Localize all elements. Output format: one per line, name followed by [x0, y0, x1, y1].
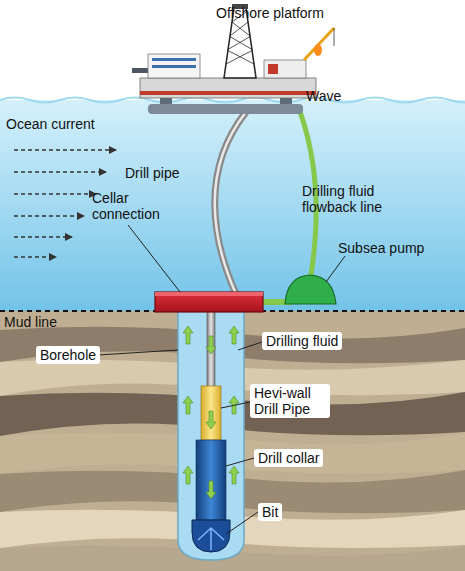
leader-lines: [98, 225, 345, 534]
callout-label: Drilling fluid: [262, 332, 342, 350]
current-arrow: [14, 256, 56, 257]
callout-label: Wave: [306, 88, 341, 104]
offshore-platform: [132, 4, 334, 114]
leader-line: [221, 402, 250, 408]
deck: [140, 78, 316, 98]
callout-label: Drilling fluid flowback line: [302, 183, 402, 215]
current-arrow: [14, 149, 116, 150]
flow-arrow: [229, 326, 239, 344]
accommodation-block: [148, 54, 200, 78]
flow-arrow: [183, 396, 193, 414]
windows: [152, 58, 196, 61]
leader-line: [226, 458, 254, 466]
flare: [314, 44, 322, 56]
seabed: [0, 311, 465, 571]
current-arrow: [14, 215, 84, 216]
callout-label: Ocean current: [6, 116, 95, 132]
borehole: [178, 311, 244, 560]
windows: [152, 65, 196, 68]
drill-pipe: [215, 112, 246, 294]
crane: [304, 28, 334, 60]
flow-arrow: [183, 466, 193, 484]
leader-line: [238, 342, 262, 350]
cellar-connection: [155, 292, 263, 312]
heavy-wall-drill-pipe: [201, 386, 221, 440]
leader-line: [128, 225, 180, 292]
flow-arrow: [183, 326, 193, 344]
leader-line: [98, 350, 178, 355]
drill-bit: [192, 520, 230, 552]
leader-line: [226, 512, 258, 534]
flow-arrow: [206, 411, 216, 429]
flow-arrow: [206, 336, 216, 354]
drill-string-pipe: [207, 311, 215, 387]
module: [264, 60, 306, 78]
drill-collar: [196, 440, 226, 520]
pontoon: [148, 104, 303, 114]
callout-label: Subsea pump: [338, 240, 424, 256]
callout-label: Bit: [258, 503, 282, 521]
current-arrow: [14, 171, 106, 172]
callout-label: Drill collar: [254, 449, 323, 467]
callout-label: Hevi-wall Drill Pipe: [250, 384, 330, 418]
flow-arrow: [206, 481, 216, 499]
drill-pipe-highlight: [215, 112, 246, 294]
module-door: [268, 64, 278, 74]
current-arrow: [14, 236, 72, 237]
callout-label: Mud line: [4, 314, 57, 330]
cellar-top: [155, 292, 263, 296]
bit-cutter: [198, 528, 224, 550]
crane-hook: [334, 28, 335, 46]
deck-stripe: [140, 91, 316, 95]
leader-line: [326, 256, 345, 282]
callout-label: Borehole: [36, 346, 100, 364]
callout-label: Drill pipe: [125, 165, 179, 181]
current-arrow: [14, 193, 96, 194]
flow-arrow: [229, 466, 239, 484]
callout-label: Cellar connection: [92, 190, 167, 222]
sea: [0, 100, 465, 312]
callout-label: Offshore platform: [216, 5, 324, 21]
